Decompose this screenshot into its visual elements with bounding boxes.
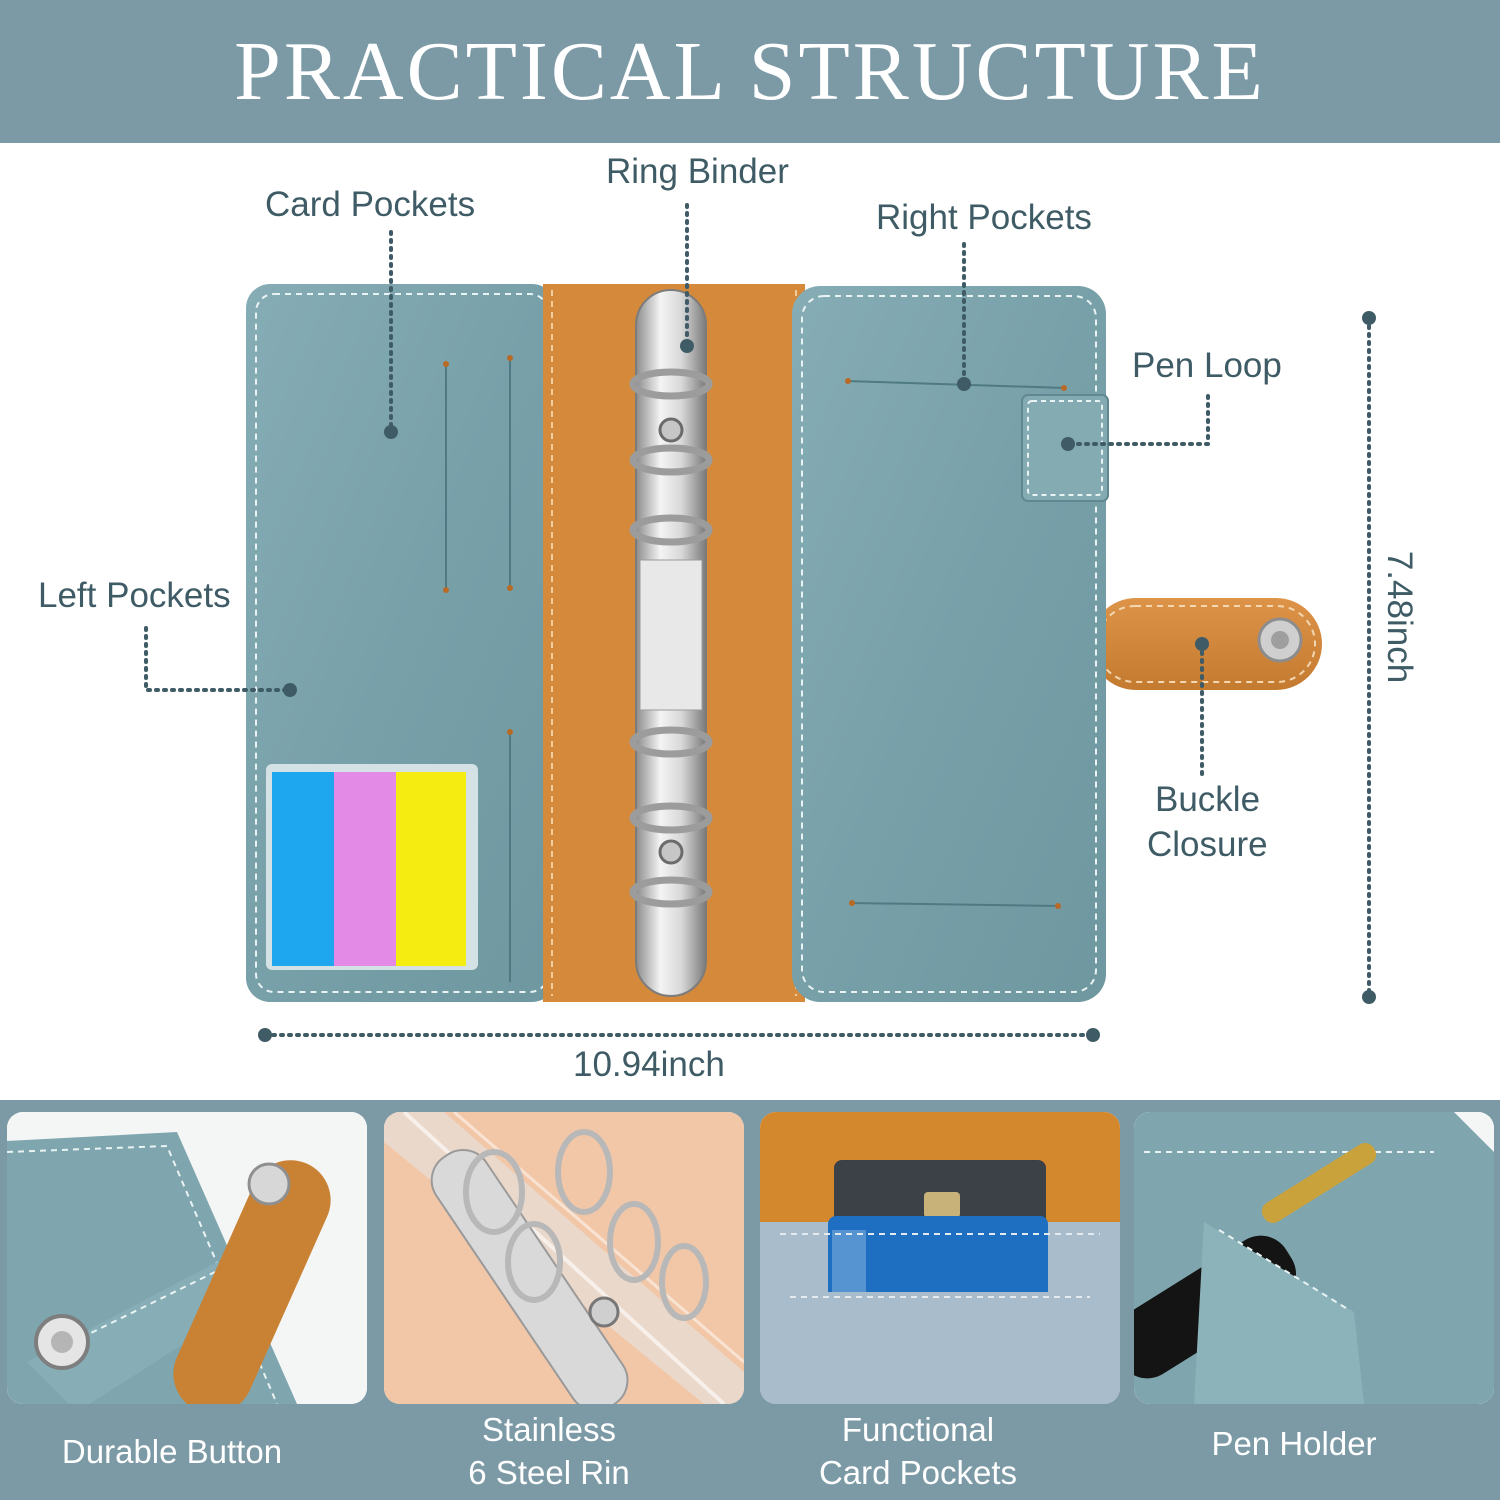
width-dimension-label: 10.94inch <box>573 1045 725 1084</box>
feature-panel-durable-button <box>7 1112 367 1404</box>
ring-mechanism <box>629 289 713 997</box>
card-pockets-label: Card Pockets <box>265 185 476 224</box>
right-pockets-label: Right Pockets <box>876 198 1092 237</box>
caption-card-pockets-line2: Card Pockets <box>818 1454 1018 1491</box>
caption-rings-line2: 6 Steel Rin <box>468 1454 630 1491</box>
header-banner: PRACTICAL STRUCTURE <box>0 0 1500 143</box>
pen-loop-leader <box>1066 394 1210 446</box>
feature-panel-pen-holder <box>1134 1112 1494 1404</box>
caption-rings-line1: Stainless <box>482 1411 616 1448</box>
buckle-closure-label-line2: Closure <box>1147 825 1268 864</box>
left-pockets-leader <box>144 626 292 692</box>
caption-card-pockets-line1: Functional <box>841 1411 995 1448</box>
page-title: PRACTICAL STRUCTURE <box>234 25 1266 118</box>
buckle-closure-label-line1: Buckle <box>1155 780 1261 819</box>
caption-durable-button: Durable Button <box>61 1433 283 1470</box>
sticky-notes <box>266 764 478 970</box>
binder-diagram <box>144 203 1376 1042</box>
feature-panel-steel-rings <box>384 1112 744 1404</box>
left-pockets-label: Left Pockets <box>38 576 231 615</box>
height-dimension-label: 7.48inch <box>1380 550 1419 684</box>
pen-loop-label: Pen Loop <box>1132 346 1282 385</box>
feature-panel-card-pockets <box>760 1112 1120 1404</box>
right-cover <box>792 286 1106 1002</box>
ring-binder-label: Ring Binder <box>606 152 789 191</box>
caption-pen-holder: Pen Holder <box>1211 1425 1377 1462</box>
